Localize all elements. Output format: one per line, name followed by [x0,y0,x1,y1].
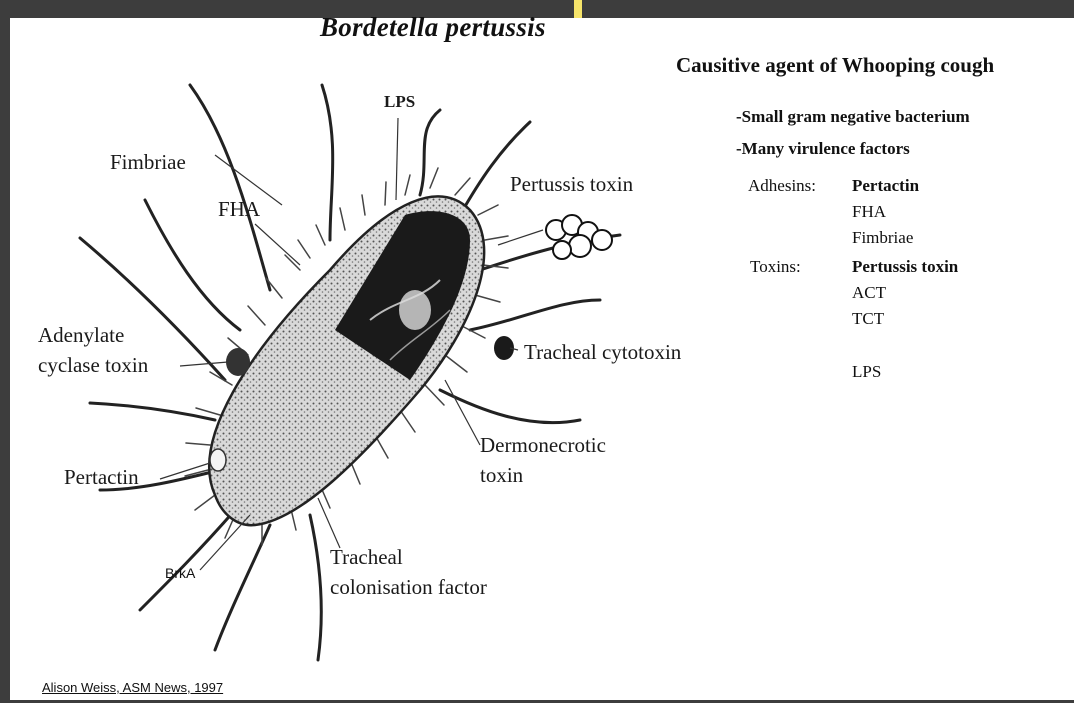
label-tracheal-colonisation-line1: Tracheal [330,545,403,570]
label-brk: BrkA [165,565,195,581]
toxin-item: ACT [852,283,886,303]
label-adenylate-line2: cyclase toxin [38,353,148,378]
label-fimbriae: Fimbriae [110,150,186,175]
source-credit: Alison Weiss, ASM News, 1997 [42,680,223,695]
adhesin-item: Fimbriae [852,228,913,248]
label-lps: LPS [384,92,415,112]
adhesins-heading: Adhesins: [748,176,816,196]
toxin-item: TCT [852,309,884,329]
toxin-item: Pertussis toxin [852,257,958,277]
adhesin-item: FHA [852,202,886,222]
label-adenylate-line1: Adenylate [38,323,124,348]
pertactin-site [210,449,226,471]
label-tracheal-colonisation-line2: colonisation factor [330,575,487,600]
label-fha: FHA [218,197,260,222]
adhesin-item: Pertactin [852,176,919,196]
label-dermonecrotic-line2: toxin [480,463,523,488]
label-pertactin: Pertactin [64,465,139,490]
label-pertussis-toxin: Pertussis toxin [510,172,633,197]
page-title: Bordetella pertussis [320,12,546,43]
bullet-virulence: -Many virulence factors [736,139,910,159]
label-dermonecrotic-line1: Dermonecrotic [480,433,606,458]
adenylate-cyclase-particle [226,348,250,376]
label-tracheal-cytotoxin: Tracheal cytotoxin [524,340,681,365]
pertussis-toxin-cluster [546,215,612,259]
subtitle: Causitive agent of Whooping cough [676,53,994,78]
lps-item: LPS [852,362,881,382]
toxins-heading: Toxins: [750,257,801,277]
bullet-gram-negative: -Small gram negative bacterium [736,107,970,127]
